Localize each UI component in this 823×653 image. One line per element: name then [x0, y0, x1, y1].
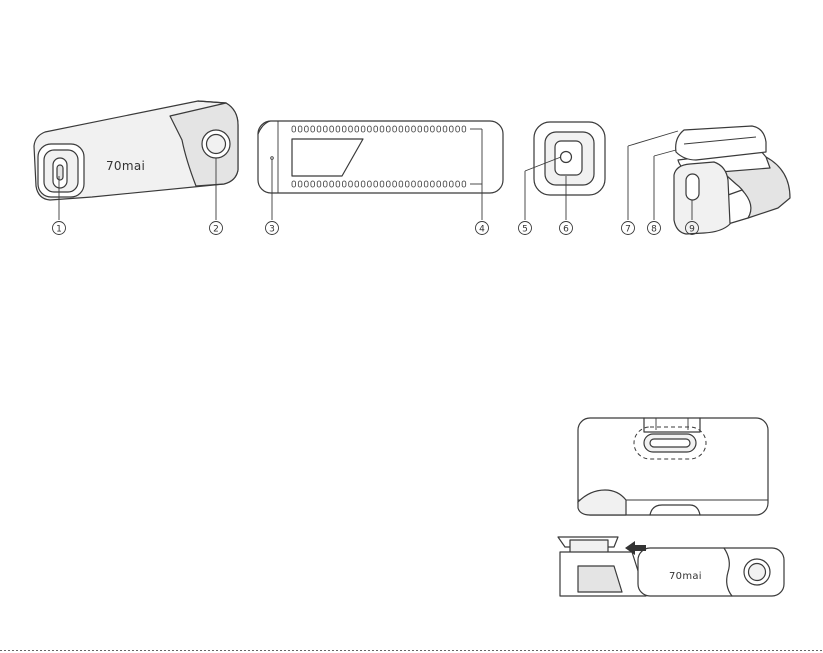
callout-7: 7	[622, 222, 635, 235]
svg-text:4: 4	[479, 225, 485, 235]
install-step-attach: 70mai	[558, 537, 784, 596]
svg-text:8: 8	[651, 225, 657, 235]
callout-6: 6	[560, 222, 573, 235]
camera-body-view: 70mai	[34, 101, 238, 220]
callout-3: 3	[266, 222, 279, 235]
rear-button-icon	[561, 152, 572, 163]
svg-text:9: 9	[689, 225, 695, 235]
camera-rear-view	[525, 122, 605, 220]
camera-top-view	[258, 121, 503, 220]
callout-1: 1	[53, 222, 66, 235]
callout-2: 2	[210, 222, 223, 235]
callout-8: 8	[648, 222, 661, 235]
svg-text:5: 5	[522, 225, 528, 235]
install-step-underside	[578, 418, 768, 515]
svg-text:1: 1	[56, 225, 62, 235]
svg-text:7: 7	[625, 225, 631, 235]
mount-view	[628, 126, 790, 234]
attach-logo: 70mai	[669, 571, 702, 582]
svg-text:3: 3	[269, 225, 275, 235]
svg-text:2: 2	[213, 225, 219, 235]
callout-4: 4	[476, 222, 489, 235]
callout-5: 5	[519, 222, 532, 235]
svg-text:6: 6	[563, 225, 569, 235]
body-logo: 70mai	[106, 159, 145, 173]
mount-latch-icon	[686, 174, 699, 200]
